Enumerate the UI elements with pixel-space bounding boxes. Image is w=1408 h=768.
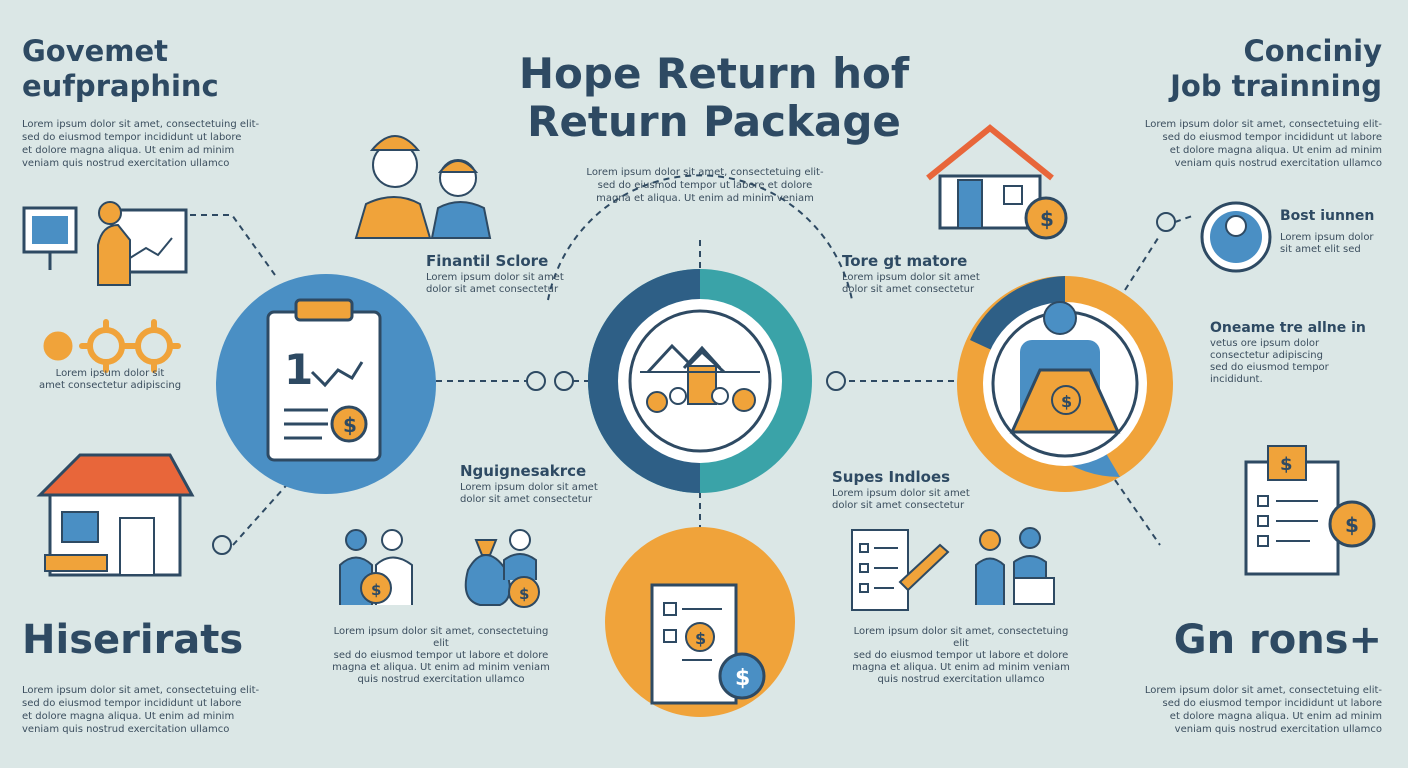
gears-caption: Lorem ipsum dolor sit amet consectetur a… — [38, 368, 182, 391]
house-icon — [36, 453, 195, 577]
people-dollar-icon: $ — [339, 529, 413, 605]
gear-icon — [43, 319, 181, 373]
svg-text:$: $ — [371, 581, 381, 599]
checklist-dollar-icon: $ $ — [1244, 445, 1376, 576]
page-title: Hope Return hof Return Package — [484, 50, 944, 146]
village-icon — [588, 269, 812, 493]
bottom-right-heading: Gn rons+ — [1173, 617, 1382, 663]
intro-text: Lorem ipsum dolor sit amet, consectetuin… — [586, 167, 824, 204]
workers-icon — [354, 135, 492, 239]
top-left-heading-line2: eufpraphinc — [22, 69, 219, 103]
svg-text:$: $ — [1040, 207, 1054, 231]
title-line-2: Return Package — [527, 97, 901, 146]
invoice-icon: $ $ — [605, 527, 795, 717]
signing-icon — [851, 529, 950, 611]
svg-text:$: $ — [735, 666, 750, 691]
bottom-mid-left-text: Lorem ipsum dolor sit amet, consectetuin… — [332, 626, 550, 685]
top-left-text: Lorem ipsum dolor sit amet, consectetuin… — [22, 119, 260, 169]
nguig-text: Lorem ipsum dolor sit amet dolor sit ame… — [460, 482, 598, 505]
svg-text:$: $ — [1280, 454, 1293, 475]
tore-text: Lorem ipsum dolor sit amet dolor sit ame… — [842, 272, 980, 295]
oneame-text: vetus ore ipsum dolor consectetur adipis… — [1210, 338, 1329, 385]
clipboard-chart-icon: 1 $ — [216, 274, 436, 494]
top-right-heading: Conciniy Job trainning — [1090, 34, 1382, 104]
top-left-heading: Govemet eufpraphinc — [22, 34, 219, 104]
svg-text:$: $ — [343, 413, 357, 437]
bost-heading: Bost iunnen — [1280, 208, 1375, 224]
title-line-1: Hope Return hof — [518, 49, 910, 98]
supes-heading: Supes Indloes — [832, 468, 951, 486]
home-dollar-icon: $ — [926, 124, 1068, 240]
bost-text: Lorem ipsum dolor sit amet elit sed — [1280, 232, 1374, 255]
bottom-right-text: Lorem ipsum dolor sit amet, consectetuin… — [1144, 685, 1382, 735]
oneame-heading: Oneame tre allne in — [1210, 320, 1366, 336]
bottom-left-text: Lorem ipsum dolor sit amet, consectetuin… — [22, 685, 260, 735]
bottom-left-heading: Hiserirats — [22, 617, 244, 663]
nguig-heading: Nguignesakrce — [460, 462, 587, 480]
svg-text:1: 1 — [284, 345, 313, 394]
financial-text: Lorem ipsum dolor sit amet dolor sit ame… — [426, 272, 564, 295]
whiteboard-icon — [22, 201, 188, 286]
top-right-heading-line1: Conciniy — [1243, 34, 1382, 68]
bottom-mid-right-text: Lorem ipsum dolor sit amet, consectetuin… — [852, 626, 1070, 685]
svg-text:$: $ — [1061, 392, 1072, 411]
money-bag-icon: $ — [464, 529, 540, 608]
svg-text:$: $ — [519, 585, 529, 603]
connector-nodes — [212, 212, 1176, 555]
top-right-text: Lorem ipsum dolor sit amet, consectetuin… — [1144, 119, 1382, 169]
supes-text: Lorem ipsum dolor sit amet dolor sit ame… — [832, 488, 970, 511]
employee-badge-icon — [1200, 201, 1272, 273]
financial-heading: Finantil Sclore — [426, 252, 549, 270]
top-left-heading-line1: Govemet — [22, 34, 169, 68]
worker-dollar-icon: $ — [957, 276, 1173, 492]
tore-heading: Tore gt matore — [842, 252, 968, 270]
handshake-icon — [975, 527, 1055, 605]
svg-text:$: $ — [695, 629, 706, 648]
top-right-heading-line2: Job trainning — [1170, 69, 1382, 103]
svg-text:$: $ — [1345, 513, 1359, 537]
